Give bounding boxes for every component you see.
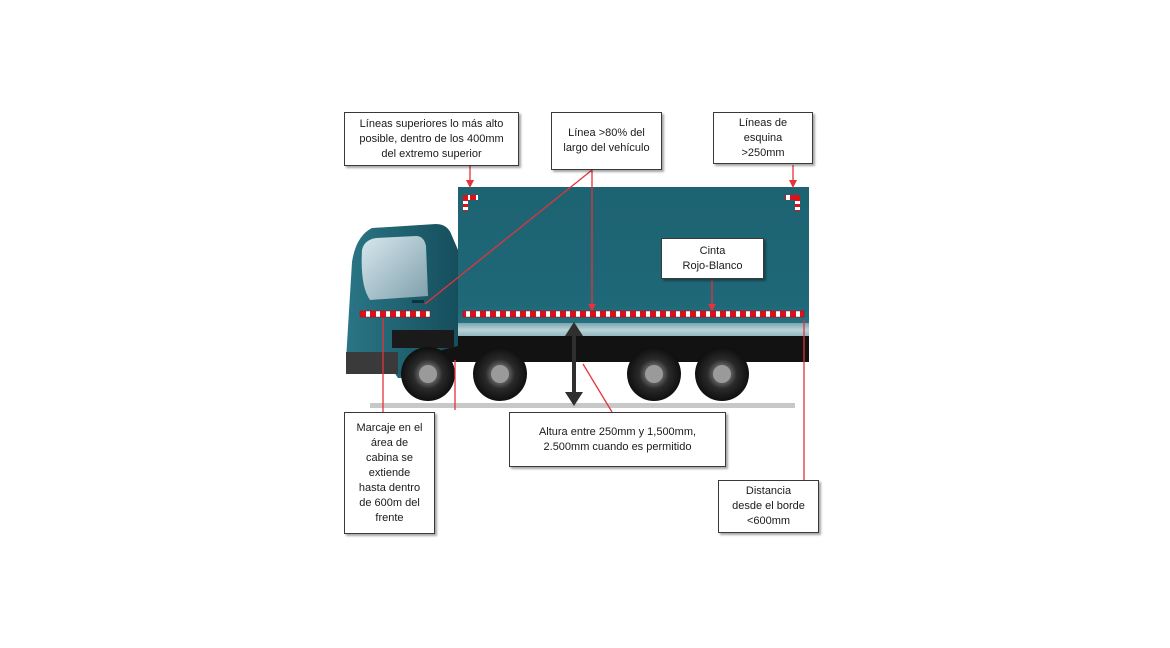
callout-text: posible, dentro de los 400mm <box>359 132 504 145</box>
cargo-skirt <box>458 323 809 337</box>
callout-text: <600mm <box>746 515 791 527</box>
height-arrow <box>565 322 583 406</box>
callout-text: área de <box>370 436 409 449</box>
callout-text: Líneas de <box>738 116 788 129</box>
callout-text: Rojo-Blanco <box>682 259 743 272</box>
callout-line-80: Línea >80% del largo del vehículo <box>551 112 662 170</box>
callout-text: Cinta <box>699 244 726 257</box>
callout-text: hasta dentro <box>358 481 421 494</box>
tape-cab <box>359 310 431 318</box>
ground-line <box>370 403 795 408</box>
callout-corner-lines: Líneas de esquina >250mm <box>713 112 813 164</box>
callout-text: frente <box>375 511 404 524</box>
cab-door-handle <box>412 300 424 303</box>
callout-height: Altura entre 250mm y 1,500mm, 2.500mm cu… <box>509 412 726 467</box>
callout-text: Líneas superiores lo más alto <box>359 117 504 130</box>
callout-text: 2.500mm cuando es permitido <box>543 440 692 453</box>
callout-text: cabina se <box>365 451 414 464</box>
callout-text: Altura entre 250mm y 1,500mm, <box>538 425 697 438</box>
cab-bumper <box>346 352 398 374</box>
wheels <box>401 347 749 401</box>
cab-windshield <box>361 236 428 300</box>
cab-step <box>392 330 454 348</box>
callout-text: del extremo superior <box>381 147 482 160</box>
tape-body <box>462 310 805 318</box>
callout-edge-distance: Distancia desde el borde <600mm <box>718 480 819 533</box>
corner-mark-right <box>785 195 800 211</box>
callout-tape: Cinta Rojo-Blanco <box>661 238 764 279</box>
leader-lines <box>382 165 805 482</box>
callout-text: Línea >80% del <box>568 127 645 139</box>
callout-top-lines: Líneas superiores lo más alto posible, d… <box>344 112 519 166</box>
callout-text: Distancia <box>745 485 792 497</box>
corner-mark-left <box>463 195 478 211</box>
callout-text: extiende <box>368 466 411 479</box>
callout-cab-marking: Marcaje en el área de cabina se extiende… <box>344 412 435 534</box>
callout-text: desde el borde <box>732 500 805 512</box>
callout-text: largo del vehículo <box>563 142 650 154</box>
callout-text: esquina <box>743 131 783 144</box>
callout-text: Marcaje en el <box>356 421 423 434</box>
callout-text: de 600m del <box>359 496 420 509</box>
callout-text: >250mm <box>741 146 785 159</box>
